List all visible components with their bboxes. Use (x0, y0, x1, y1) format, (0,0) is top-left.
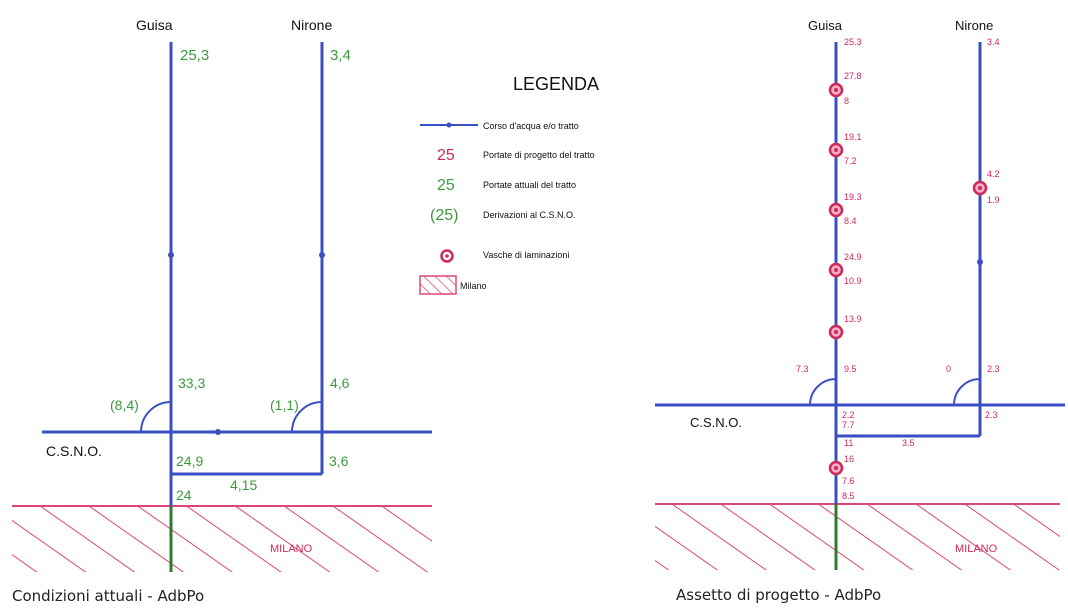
right-guisa-value: 8.4 (844, 216, 857, 226)
left-nirone-diversion-arc (291, 401, 323, 433)
basin-marker (828, 142, 844, 158)
right-milano-label: MILANO (955, 543, 998, 555)
left-nirone-mid-value: 4,6 (330, 375, 350, 391)
right-nirone-value: 4.2 (987, 169, 1000, 179)
left-guisa-diversion-arc (140, 401, 172, 433)
legend-title: LEGENDA (513, 74, 599, 94)
right-bottom-branch-value: 3.5 (902, 438, 915, 448)
left-nirone-node (319, 252, 325, 258)
right-guisa-value: 7.2 (844, 156, 857, 166)
right-below-csno-value-b: 7.7 (842, 420, 855, 430)
left-csno-node (215, 429, 221, 435)
legend-milano-text: Milano (460, 281, 487, 291)
right-nirone-value: 1.9 (987, 195, 1000, 205)
right-basins (828, 82, 988, 476)
legend-current-flow-text: Portate attuali del tratto (483, 180, 576, 190)
basin-marker (828, 262, 844, 278)
right-after-basin-value-a: 16 (844, 454, 854, 464)
left-milano-zone: MILANO (12, 505, 432, 572)
legend-item-milano: Milano (419, 275, 487, 295)
right-nirone-below-value: 2.3 (985, 410, 998, 420)
left-csno-label: C.S.N.O. (46, 443, 102, 459)
right-guisa-title: Guisa (808, 18, 843, 33)
basin-marker (828, 460, 844, 476)
basin-marker (828, 202, 844, 218)
left-guisa-title: Guisa (136, 17, 173, 33)
left-guisa-diversion-value: (8,4) (110, 397, 139, 413)
right-nirone-value: 3.4 (987, 37, 1000, 47)
left-bottom-value: 4,15 (230, 477, 257, 493)
left-caption: Condizioni attuali - AdbPo (12, 587, 204, 605)
right-diagram: MILANO Guisa Nirone 25.3 27.8 8 19.1 (655, 18, 1065, 604)
legend-design-flow-text: Portate di progetto del tratto (483, 150, 595, 160)
right-nirone-node (977, 259, 983, 265)
left-milano-label: MILANO (270, 543, 313, 555)
legend-item-design-flow: 25 Portate di progetto del tratto (437, 147, 595, 164)
right-guisa-value: 25.3 (844, 37, 862, 47)
legend-item-diversion: (25) Derivazioni al C.S.N.O. (430, 207, 576, 224)
right-caption: Assetto di progetto - AdbPo (676, 586, 881, 604)
right-guisa-value: 13.9 (844, 314, 862, 324)
right-guisa-diversion-value: 7.3 (796, 364, 809, 374)
right-guisa-value: 8 (844, 96, 849, 106)
legend-current-flow-symbol: 25 (437, 177, 455, 194)
left-guisa-node (168, 252, 174, 258)
legend-design-flow-symbol: 25 (437, 147, 455, 164)
basin-marker (828, 82, 844, 98)
right-milano-zone: MILANO (655, 503, 1060, 570)
left-nirone-title: Nirone (291, 17, 332, 33)
right-guisa-value: 24.9 (844, 252, 862, 262)
legend-item-river: Corso d'acqua e/o tratto (420, 121, 579, 131)
right-guisa-junction-value: 9.5 (844, 364, 857, 374)
legend: LEGENDA Corso d'acqua e/o tratto 25 Port… (419, 74, 599, 295)
legend-diversion-symbol: (25) (430, 207, 458, 224)
right-after-basin-value-b: 7.6 (842, 476, 855, 486)
left-diagram: MILANO Guisa Nirone 25,3 3,4 33,3 4,6 (8… (12, 17, 432, 605)
basin-marker (828, 324, 844, 340)
right-outlet-value: 8.5 (842, 491, 855, 501)
right-guisa-value: 19.1 (844, 132, 862, 142)
left-nirone-low-value: 3,6 (329, 453, 349, 469)
left-guisa-mid-value: 33,3 (178, 375, 205, 391)
right-below-csno-value-a: 2.2 (842, 410, 855, 420)
left-nirone-diversion-value: (1,1) (270, 397, 299, 413)
left-guisa-low-value: 24,9 (176, 453, 203, 469)
legend-item-current-flow: 25 Portate attuali del tratto (437, 177, 576, 194)
legend-milano-hatch-icon (419, 275, 457, 295)
right-guisa-value: 27.8 (844, 71, 862, 81)
legend-river-text: Corso d'acqua e/o tratto (483, 121, 579, 131)
right-nirone-diversion-value: 0 (946, 364, 951, 374)
legend-item-basin: Vasche di laminazioni (440, 249, 569, 263)
right-nirone-diversion-arc (953, 378, 981, 406)
legend-basin-icon (440, 249, 454, 263)
right-nirone-title: Nirone (955, 18, 993, 33)
right-guisa-value: 10.9 (844, 276, 862, 286)
legend-basin-text: Vasche di laminazioni (483, 250, 569, 260)
right-nirone-junction-value: 2.3 (987, 364, 1000, 374)
left-guisa-top-value: 25,3 (180, 47, 209, 64)
basin-marker (972, 180, 988, 196)
right-guisa-diversion-arc (809, 378, 837, 406)
right-after-merge-value: 11 (844, 438, 853, 448)
right-csno-label: C.S.N.O. (690, 415, 742, 430)
left-nirone-top-value: 3,4 (330, 47, 351, 64)
left-guisa-outlet-value: 24 (176, 487, 192, 503)
right-guisa-value: 19.3 (844, 192, 862, 202)
legend-diversion-text: Derivazioni al C.S.N.O. (483, 210, 576, 220)
